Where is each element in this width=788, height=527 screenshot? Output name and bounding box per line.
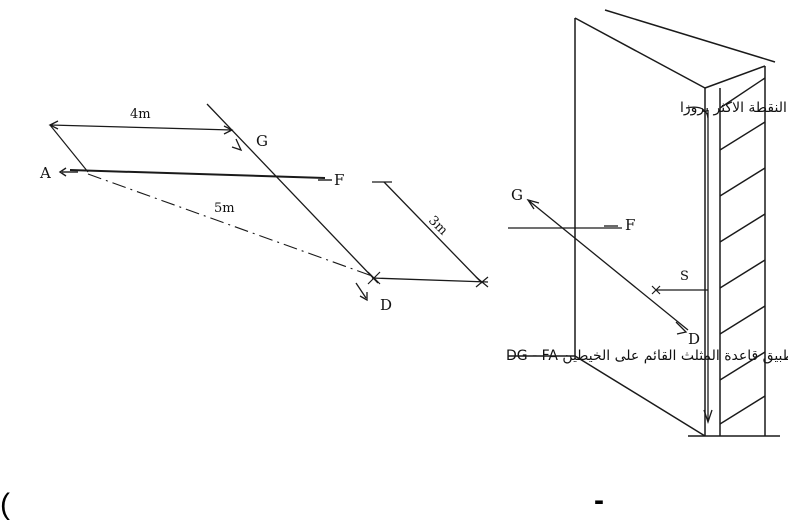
cross-mark-d [367,271,381,285]
label-3m: 3m [425,213,450,238]
footer-dash: - [594,484,604,517]
label-5m: 5m [214,201,235,216]
arrow-head-a [58,167,67,177]
dashdot-line-5m [87,173,376,278]
label-g-left: G [256,132,268,150]
arrow-head-d-left [359,292,368,302]
label-s: S [680,269,689,284]
label-leader [685,106,709,119]
arrow-head-d-right [675,321,688,335]
label-f-left: F [334,171,344,189]
line-a-f [69,169,326,179]
right-figure: النقطة الاكثر بروزا F G S D [508,9,787,437]
line-g-right [527,199,689,331]
line-bottom-d [371,277,489,283]
label-4m: 4m [130,107,151,122]
dim-line-4m [49,124,233,131]
cross-mark-s [651,285,661,295]
wall-base-diagonal [574,355,706,437]
vertical-arrow-head [703,409,713,425]
cross-mark-right [475,276,489,288]
label-d-right: D [688,330,700,348]
left-figure: 4m G A F 5m 3m [39,103,788,364]
label-g-right: G [511,186,523,204]
line-g-d [206,103,379,284]
arrow-to-g [231,138,243,152]
line-3m [383,181,483,284]
wall-top-right-edge [704,65,766,89]
label-d-left: D [380,296,392,314]
tick-line-a [49,124,89,173]
label-a: A [39,164,51,182]
wall-top-edge [574,17,706,89]
footer-left-paren: ( [0,488,10,521]
most-protruding-point-label: النقطة الاكثر بروزا [680,100,787,116]
arrow-head-g-right [526,198,540,210]
label-f-right: F [625,216,635,234]
arrow-shaft-d-left [355,282,367,299]
wall-top-back-edge [604,9,776,63]
wall-hatching [719,77,766,425]
left-figure-caption: تطبيق قاعدة المثلث القائم على الخيطين DG… [506,348,788,364]
